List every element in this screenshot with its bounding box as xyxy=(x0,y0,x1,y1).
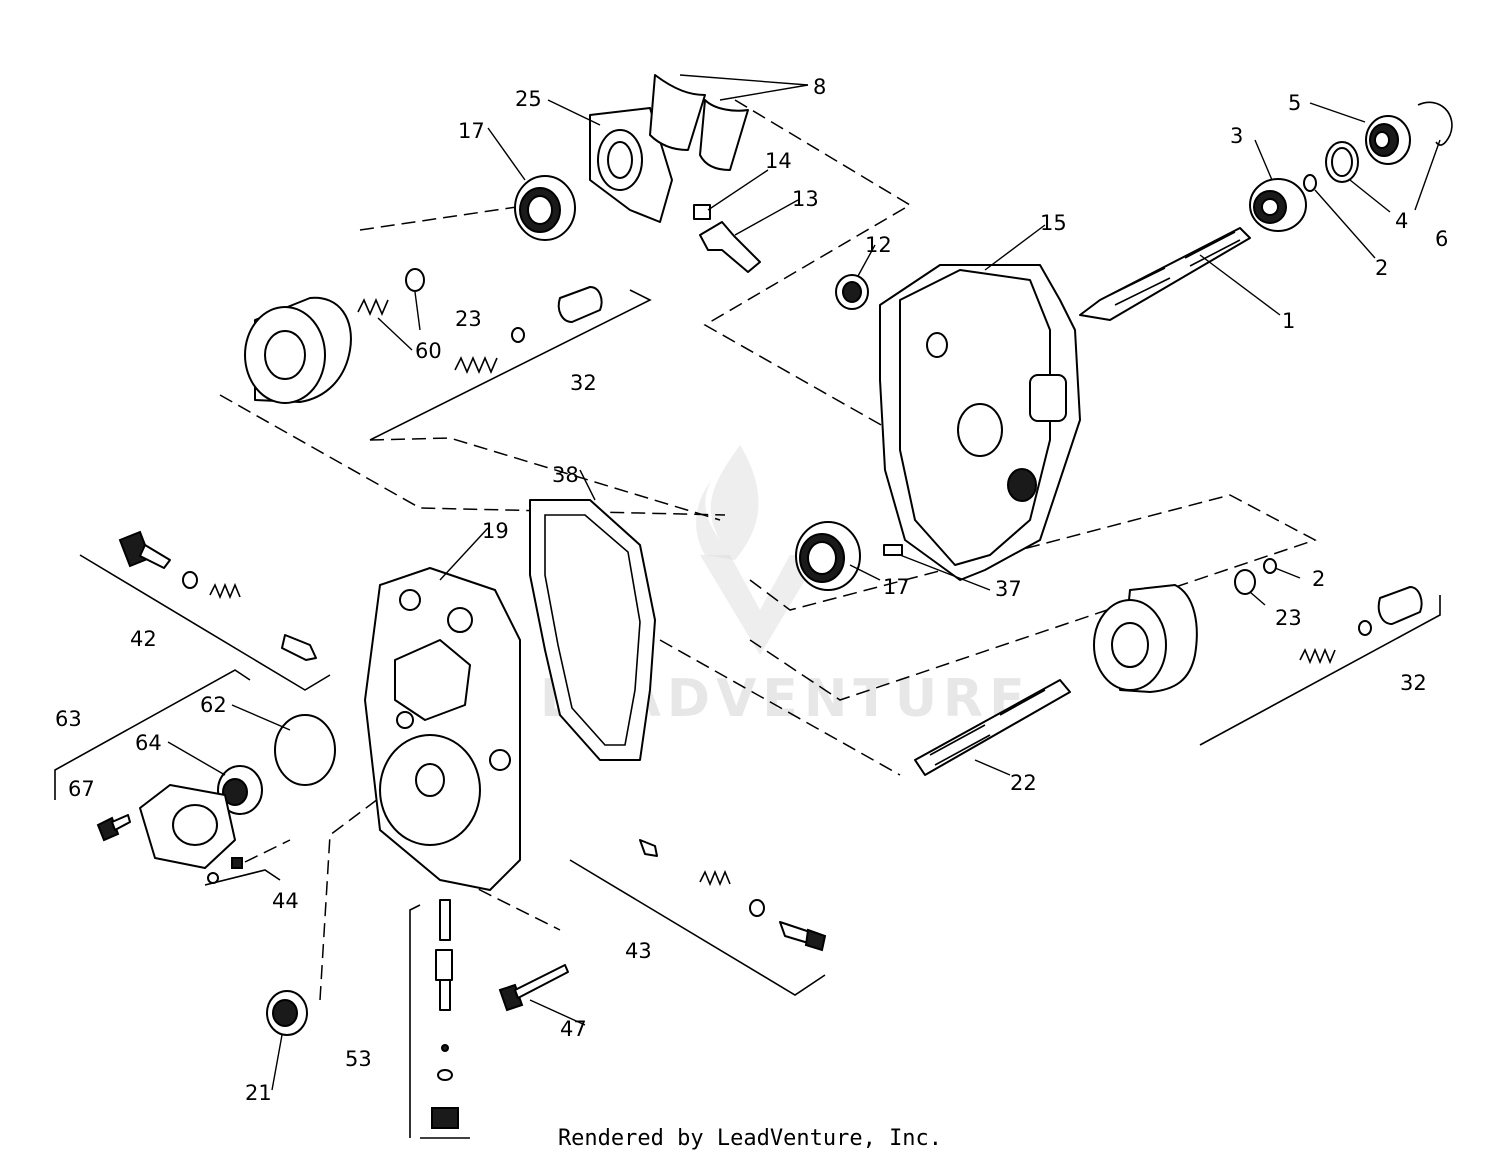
o-ring-part-62 xyxy=(274,714,336,786)
block-part-14 xyxy=(693,204,711,220)
callout-1: 1 xyxy=(1282,309,1295,333)
shaft-part-1 xyxy=(1079,227,1251,321)
cylinder-block-upper xyxy=(244,296,352,404)
callout-labels: 1 2 2 3 4 5 6 8 12 13 14 15 17 17 19 21 … xyxy=(55,75,1448,1105)
callout-53: 53 xyxy=(345,1047,372,1071)
bolt-part-67 xyxy=(96,814,131,842)
callout-3: 3 xyxy=(1230,124,1243,148)
check-valve-part-32-upper xyxy=(454,286,603,375)
callout-2-top: 2 xyxy=(1375,256,1388,280)
callout-47: 47 xyxy=(560,1017,587,1041)
callout-64: 64 xyxy=(135,731,162,755)
seal-part-12 xyxy=(835,274,869,310)
cylinder-block-lower xyxy=(1093,584,1198,693)
kit-brackets xyxy=(54,289,1441,1139)
seal-part-5 xyxy=(1365,115,1411,165)
callout-67: 67 xyxy=(68,777,95,801)
spring-part-60 xyxy=(357,297,389,317)
o-ring-part-2-top xyxy=(1303,174,1317,192)
callout-62: 62 xyxy=(200,693,227,717)
gerotor-part-64 xyxy=(217,765,263,815)
callout-17-lower: 17 xyxy=(883,575,910,599)
callout-44: 44 xyxy=(272,889,299,913)
callout-13: 13 xyxy=(792,187,819,211)
bearing-part-3 xyxy=(1249,178,1307,232)
pin-part-44 xyxy=(207,872,219,884)
ring-part-23-lower xyxy=(1234,569,1256,595)
callout-6: 6 xyxy=(1435,227,1448,251)
callout-15: 15 xyxy=(1040,211,1067,235)
bearing-part-17-lower xyxy=(795,521,861,591)
callout-14: 14 xyxy=(765,149,792,173)
gasket-part-38 xyxy=(529,499,656,761)
callout-43: 43 xyxy=(625,939,652,963)
callout-37: 37 xyxy=(995,577,1022,601)
check-valve-part-32-lower xyxy=(1299,586,1423,665)
bearing-halves-part-8 xyxy=(649,74,749,171)
parts xyxy=(96,74,1453,1129)
o-ring-part-2-lower xyxy=(1263,558,1277,574)
valve-part-42 xyxy=(118,530,317,661)
callout-32-lower: 32 xyxy=(1400,671,1427,695)
callout-25: 25 xyxy=(515,87,542,111)
bypass-rod-part-53 xyxy=(431,899,459,1129)
seal-part-21 xyxy=(266,990,308,1036)
callout-22: 22 xyxy=(1010,771,1037,795)
housing-part-15 xyxy=(879,264,1081,581)
pin-part-37 xyxy=(883,544,903,556)
center-section-part-19 xyxy=(364,567,521,891)
callout-42: 42 xyxy=(130,627,157,651)
callout-12: 12 xyxy=(865,233,892,257)
callout-23-upper: 23 xyxy=(455,307,482,331)
footer-credit: Rendered by LeadVenture, Inc. xyxy=(558,1126,942,1151)
callout-19: 19 xyxy=(482,519,509,543)
retaining-ring-part-6 xyxy=(1417,101,1453,146)
valve-part-43 xyxy=(639,839,827,952)
bearing-part-17-upper xyxy=(514,175,576,241)
callout-60: 60 xyxy=(415,339,442,363)
washer-part-4 xyxy=(1325,141,1359,183)
leader-lines xyxy=(167,74,1441,1091)
callout-17-upper: 17 xyxy=(458,119,485,143)
callout-21: 21 xyxy=(245,1081,272,1105)
cover-part-63 xyxy=(139,784,236,869)
callout-5: 5 xyxy=(1288,91,1301,115)
shaft-part-22 xyxy=(914,679,1071,776)
trunnion-shaft-part-13 xyxy=(699,221,761,273)
assembly-dashed-lines xyxy=(219,99,1317,1001)
callout-23-lower: 23 xyxy=(1275,606,1302,630)
ring-part-23-upper xyxy=(405,268,425,292)
callout-32-upper: 32 xyxy=(570,371,597,395)
callout-8: 8 xyxy=(813,75,826,99)
callout-2-lower: 2 xyxy=(1312,567,1325,591)
callout-63: 63 xyxy=(55,707,82,731)
callout-38: 38 xyxy=(552,463,579,487)
callout-4: 4 xyxy=(1395,209,1408,233)
bolt-part-47 xyxy=(498,964,569,1012)
